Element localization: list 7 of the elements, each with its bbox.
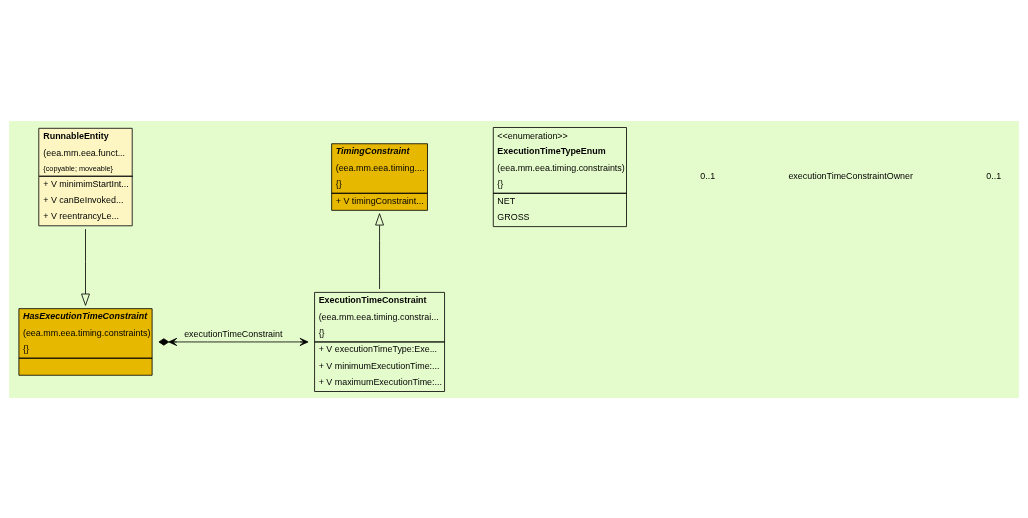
edge-label: executionTimeConstraint <box>184 328 283 339</box>
label: 0..1 <box>700 170 716 181</box>
arrow <box>158 337 309 346</box>
label: executionTimeConstraintOwner <box>788 170 914 181</box>
arrow <box>375 212 384 289</box>
label: 0..1 <box>986 170 1002 181</box>
arrow <box>81 228 90 306</box>
